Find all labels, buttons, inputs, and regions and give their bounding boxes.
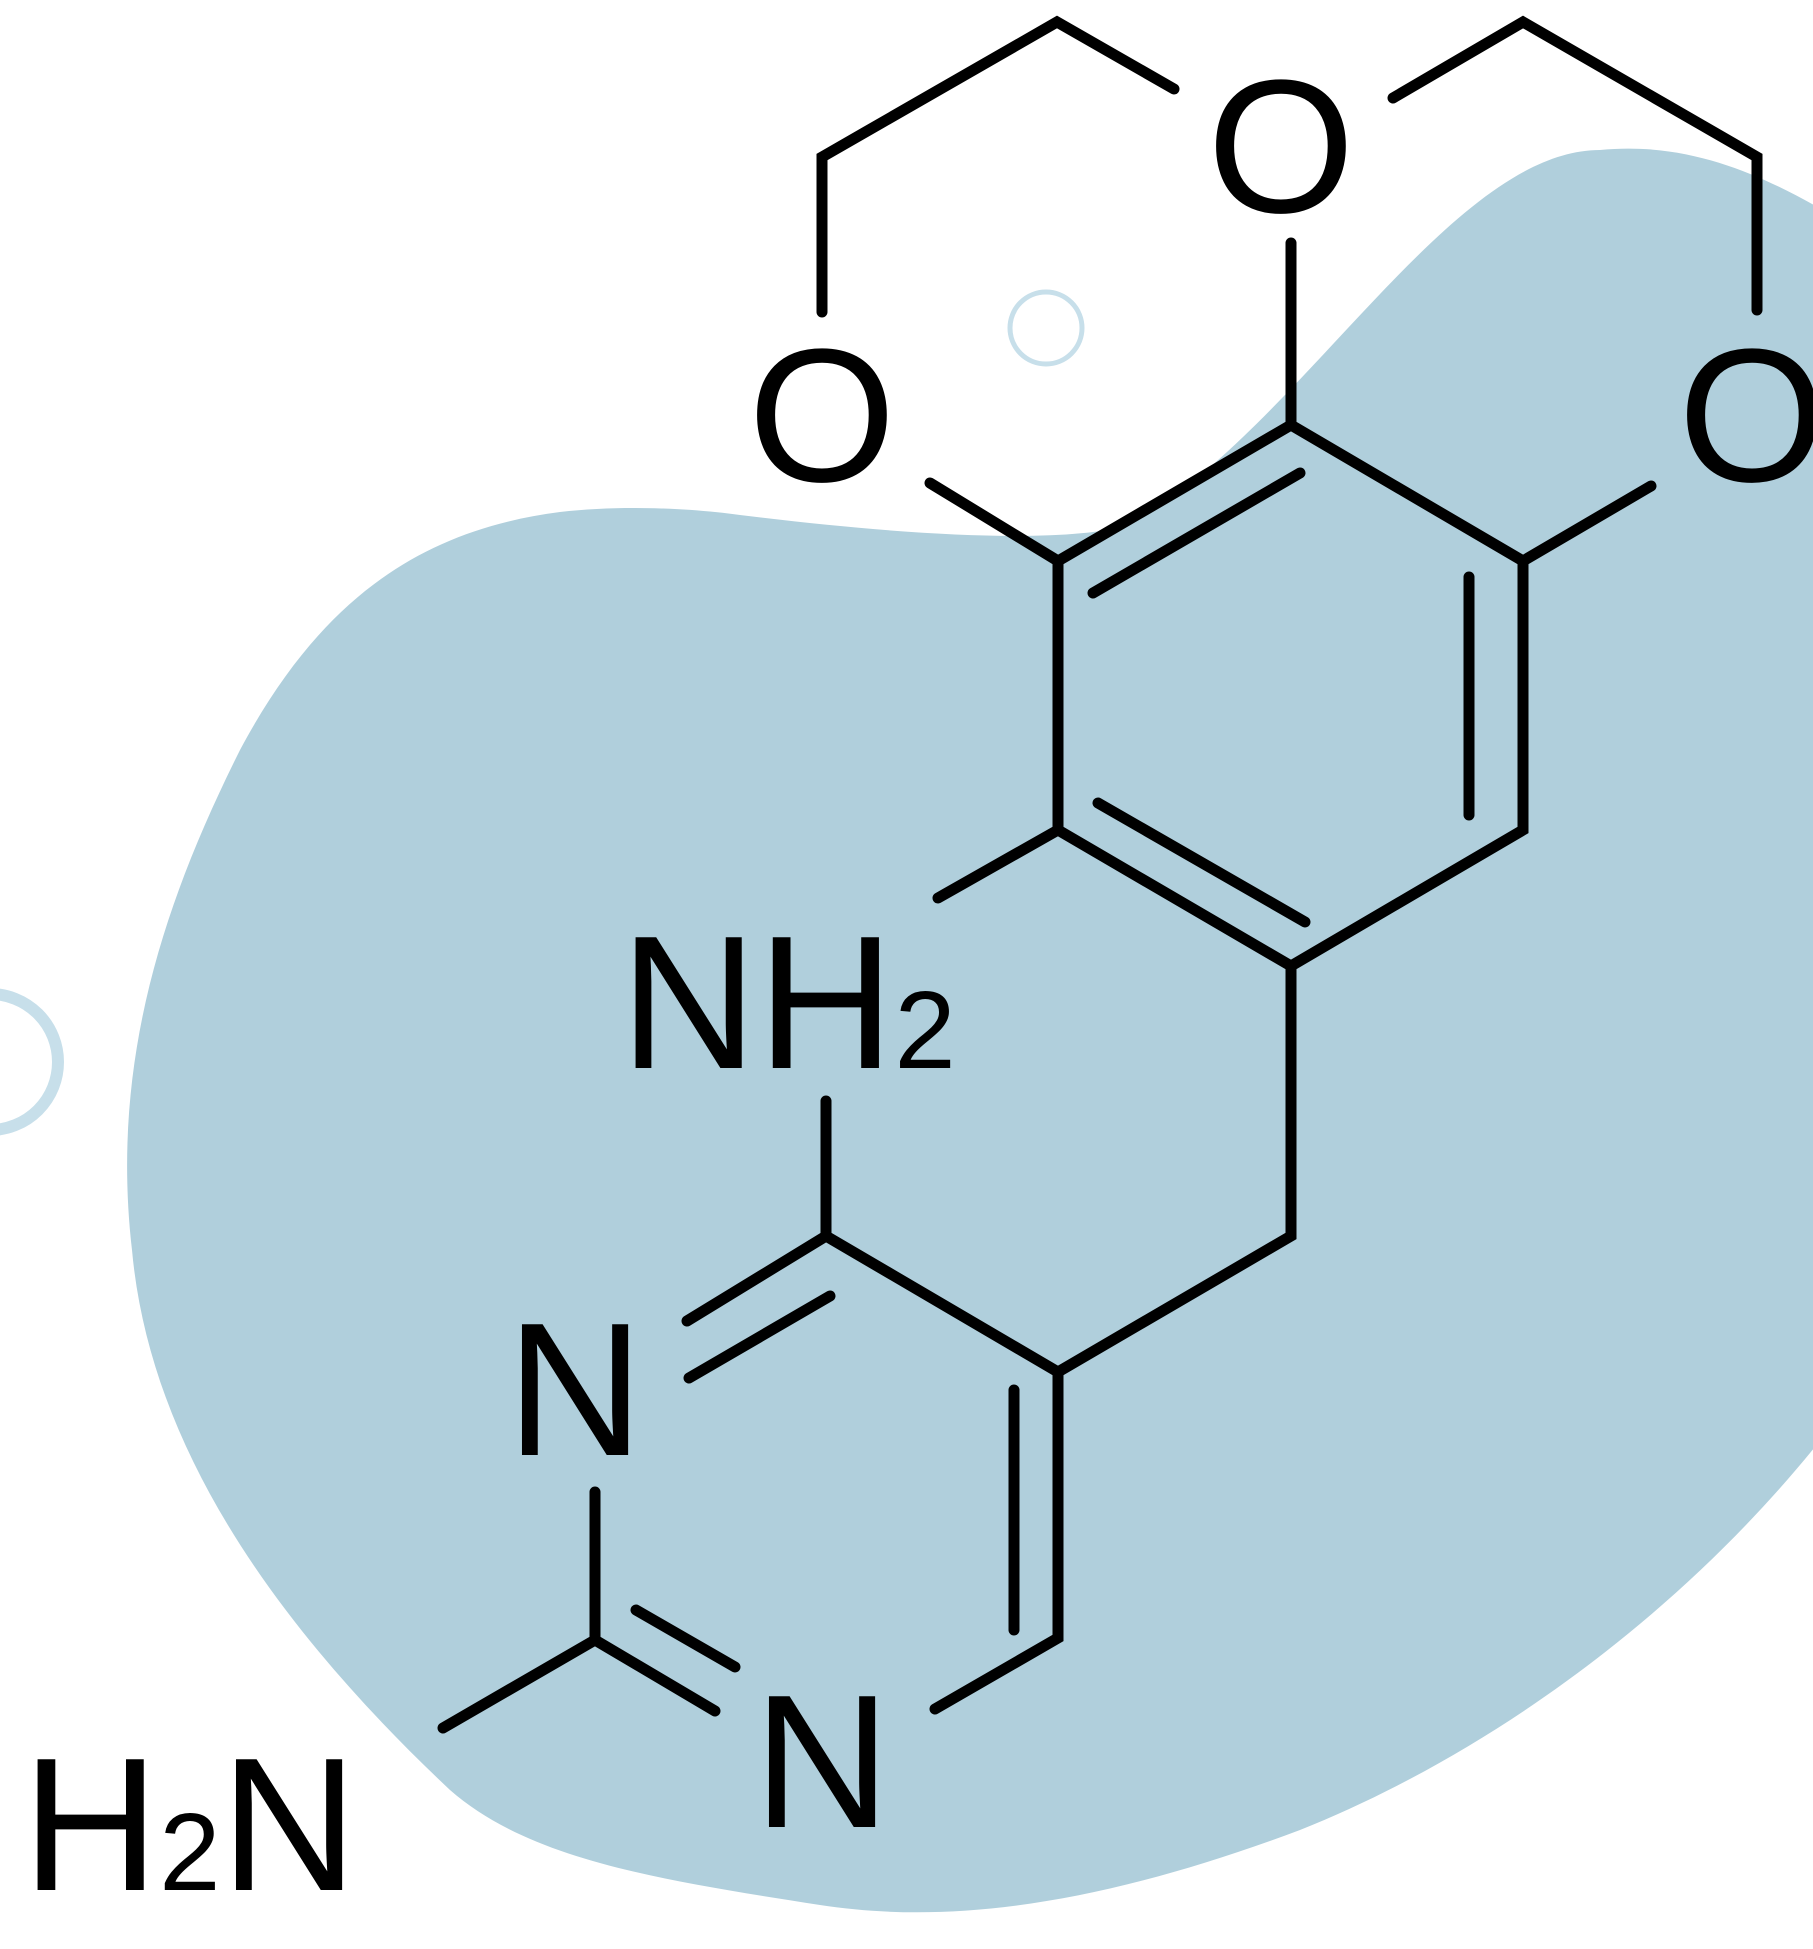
oxygen-right-label: O bbox=[1678, 310, 1813, 522]
nitrogen-ring-bottom-label: N bbox=[753, 1656, 890, 1868]
oxygen-top-label: O bbox=[1207, 41, 1355, 253]
bond-h2n bbox=[437, 1634, 601, 1734]
bond-ch2-bridge bbox=[1052, 960, 1297, 1378]
oxygen-left-label: O bbox=[748, 310, 896, 522]
bond-nh2-top bbox=[932, 824, 1064, 904]
decorative-ring-small bbox=[1007, 289, 1085, 367]
h2n-label-subscript: 2 bbox=[159, 1791, 220, 1914]
background-blob bbox=[127, 148, 1813, 1913]
decorative-ring-left bbox=[0, 988, 64, 1136]
nh2-label-top: NH2 bbox=[620, 897, 956, 1109]
bond-chain-right bbox=[1387, 15, 1763, 316]
nh2-label-top-subscript: 2 bbox=[894, 969, 955, 1092]
pyrimidine-double-bond-top bbox=[683, 1290, 836, 1384]
bond-o-left bbox=[924, 477, 1064, 567]
bond-o-right bbox=[1517, 480, 1657, 567]
h2n-label-h: H bbox=[22, 1719, 159, 1931]
benzene-double-bond-bottom bbox=[1092, 797, 1311, 928]
pyrimidine-ring-path bbox=[681, 1229, 1064, 1715]
nitrogen-ring-left-label: N bbox=[506, 1284, 643, 1496]
h2n-label: H2N bbox=[22, 1719, 358, 1931]
nh2-label-top-nh: NH bbox=[620, 897, 894, 1109]
bond-chain-left bbox=[816, 15, 1180, 318]
pyrimidine-double-bond-left bbox=[630, 1604, 741, 1673]
h2n-label-n: N bbox=[220, 1719, 357, 1931]
benzene-double-bond-top bbox=[1087, 467, 1306, 599]
